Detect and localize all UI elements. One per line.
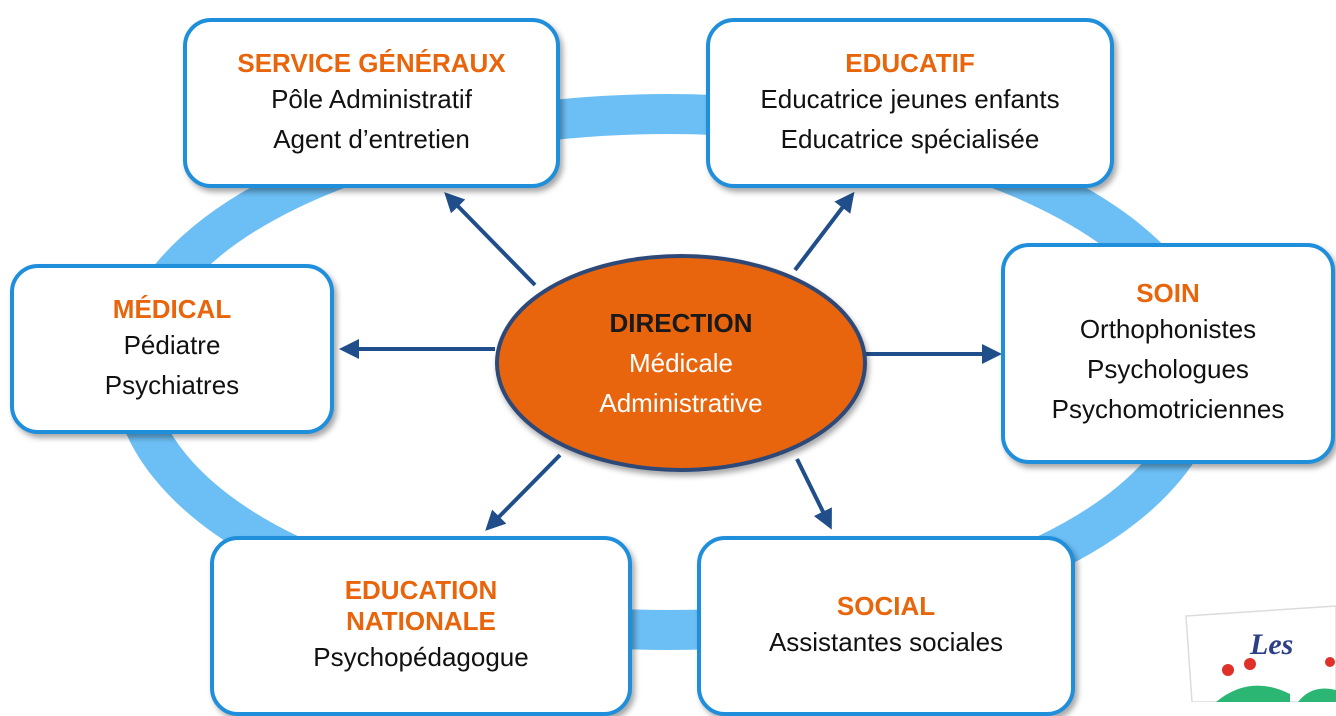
direction-line-medicale: Médicale [628,348,734,378]
medical-line-2: Psychiatres [104,369,240,400]
educatif-line-1: Educatrice jeunes enfants [760,83,1060,114]
soin-line-2: Psychologues [1087,354,1249,384]
box-social: SOCIAL Assistantes sociales [697,536,1075,716]
arrow-to-education [485,453,562,531]
education-title-2: NATIONALE [346,606,496,636]
direction-ellipse [495,254,867,472]
educatif-title: EDUCATIF [845,47,975,78]
arrow-to-educatif [793,191,855,272]
medical-line-1: Pédiatre [123,329,221,360]
educatif-line-2: Educatrice spécialisée [780,123,1040,154]
box-education-nationale: EDUCATION NATIONALE Psychopédagogue [210,536,632,716]
soin-line-3: Psychomotriciennes [1051,394,1285,424]
box-soin: SOIN Orthophonistes Psychologues Psychom… [1001,243,1335,464]
services-title: SERVICE GÉNÉRAUX [237,47,506,78]
soin-title: SOIN [1136,278,1200,308]
social-title: SOCIAL [836,590,936,621]
logo: Les [1185,605,1336,702]
education-title-1: EDUCATION [344,575,498,605]
education-line-1: Psychopédagogue [313,642,529,672]
box-educatif: EDUCATIF Educatrice jeunes enfants Educa… [706,18,1114,188]
services-line-1: Pôle Administratif [271,83,472,114]
arrow-to-social [795,458,832,530]
direction-title: DIRECTION [609,308,753,338]
arrow-to-services [444,192,537,287]
soin-line-1: Orthophonistes [1079,314,1257,344]
direction-node: DIRECTION Médicale Administrative [496,256,866,470]
services-line-2: Agent d’entretien [273,123,470,154]
logo-text: Les [1249,628,1293,661]
direction-line-administrative: Administrative [599,388,763,418]
box-medical: MÉDICAL Pédiatre Psychiatres [10,264,334,434]
medical-title: MÉDICAL [112,293,232,324]
social-line-1: Assistantes sociales [768,626,1004,657]
box-services-generaux: SERVICE GÉNÉRAUX Pôle Administratif Agen… [183,18,560,188]
